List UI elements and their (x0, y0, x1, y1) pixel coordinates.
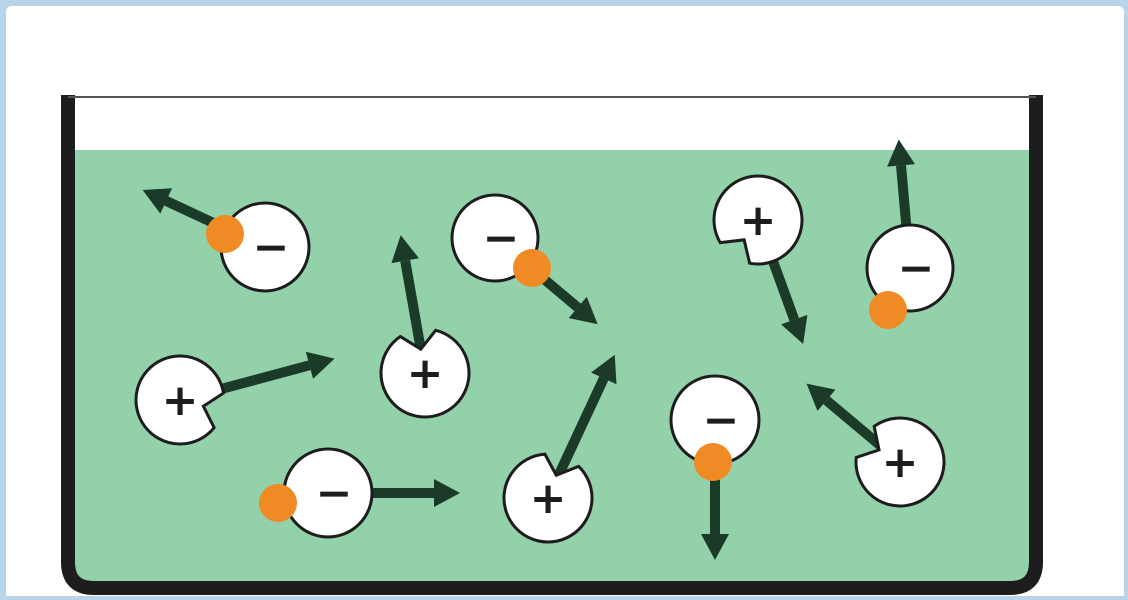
plus-sign: + (740, 195, 777, 246)
electron-dot (206, 215, 244, 253)
plus-sign: + (882, 437, 919, 488)
plus-sign: + (530, 473, 567, 524)
minus-sign: − (898, 243, 935, 294)
electron-dot (869, 291, 907, 329)
minus-sign: − (703, 395, 740, 446)
electron-dot (259, 484, 297, 522)
plus-sign: + (162, 375, 199, 426)
minus-sign: − (483, 213, 520, 264)
plus-sign: + (407, 348, 444, 399)
electron-dot (694, 443, 732, 481)
minus-sign: − (316, 468, 353, 519)
minus-sign: − (253, 222, 290, 273)
electron-dot (513, 249, 551, 287)
